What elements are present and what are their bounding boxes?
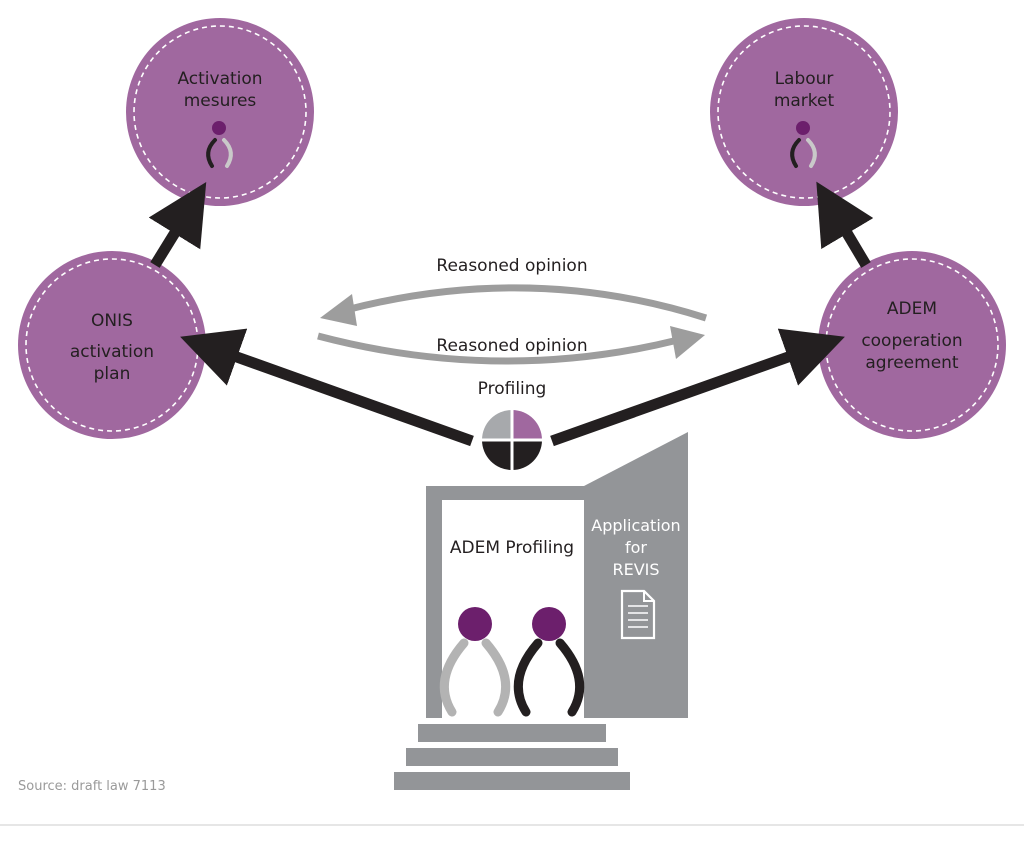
doorway [442,500,584,718]
profiling-label: Profiling [478,379,547,399]
arrow-profiling-to-onis [180,328,474,447]
reasoned-opinion-top-label: Reasoned opinion [436,256,587,276]
node-labour-market: Labour market [710,18,898,206]
adem-building: ADEM Profiling Application for REVIS [394,432,688,790]
step-top [418,724,606,742]
node-labour-market-line2: market [774,91,835,111]
node-labour-market-line1: Labour [775,69,834,89]
arrow-profiling-to-adem [550,328,845,447]
source-note: Source: draft law 7113 [18,779,166,794]
arrow-reasoned-opinion-left [320,284,708,326]
node-adem-cooperation-line1: ADEM [887,299,937,319]
node-adem-cooperation: ADEM cooperation agreement [818,251,1006,439]
arrow-adem-to-labour [816,181,874,268]
node-activation-measures: Activation mesures [126,18,314,206]
door-label: ADEM Profiling [450,538,574,558]
application-line3: REVIS [612,560,659,579]
application-line1: Application [591,516,680,535]
document-icon [620,589,656,640]
node-onis: ONIS activation plan [18,251,206,439]
profiling-pie-icon [480,408,544,472]
open-door [584,432,688,718]
node-adem-cooperation-line2: cooperation [861,331,962,351]
node-onis-line3: plan [94,364,131,384]
node-adem-cooperation-line3: agreement [865,353,959,373]
node-onis-line2: activation [70,342,154,362]
application-line2: for [625,538,647,557]
arrow-onis-to-activation [148,181,207,268]
person-icon [206,121,233,168]
reasoned-opinion-bottom-label: Reasoned opinion [436,336,587,356]
node-activation-measures-line2: mesures [184,91,257,111]
node-activation-measures-line1: Activation [177,69,262,89]
person-icon [790,121,817,168]
node-onis-line1: ONIS [91,311,133,331]
person-dark-icon [513,607,585,717]
step-middle [406,748,618,766]
step-bottom [394,772,630,790]
person-grey-icon [439,607,511,717]
arrow-reasoned-opinion-right [317,326,705,365]
